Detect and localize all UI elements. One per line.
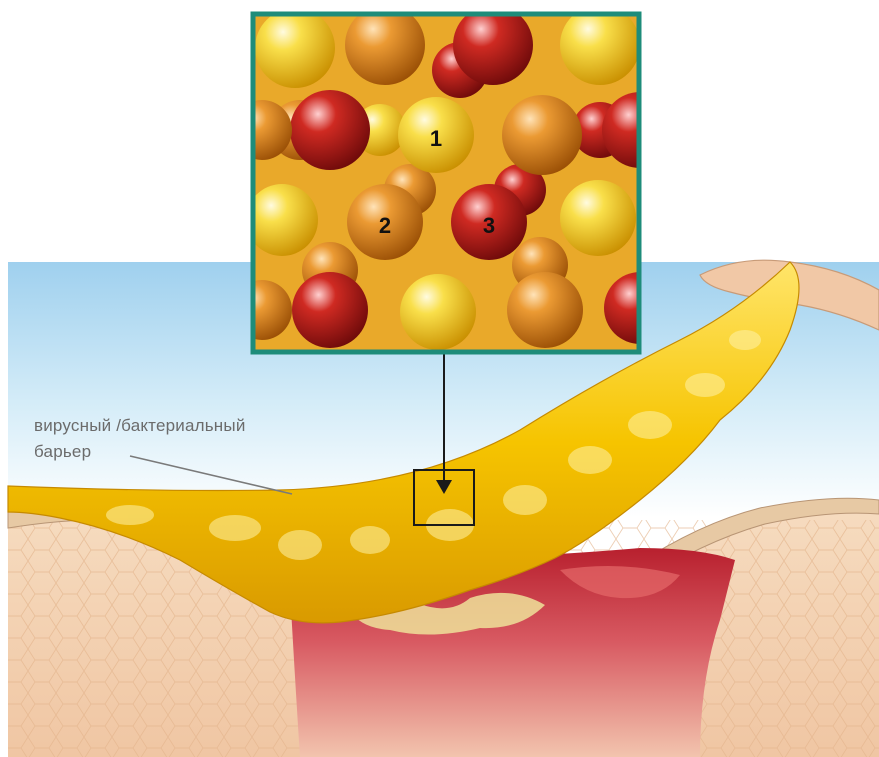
molecular-inset: 1 2 3 [232,5,678,352]
marker-1: 1 [430,126,442,151]
marker-3: 3 [483,213,495,238]
marker-2: 2 [379,213,391,238]
barrier-label-line1: вирусный /бактериальный [34,414,246,438]
barrier-label-line2: барьер [34,440,91,464]
